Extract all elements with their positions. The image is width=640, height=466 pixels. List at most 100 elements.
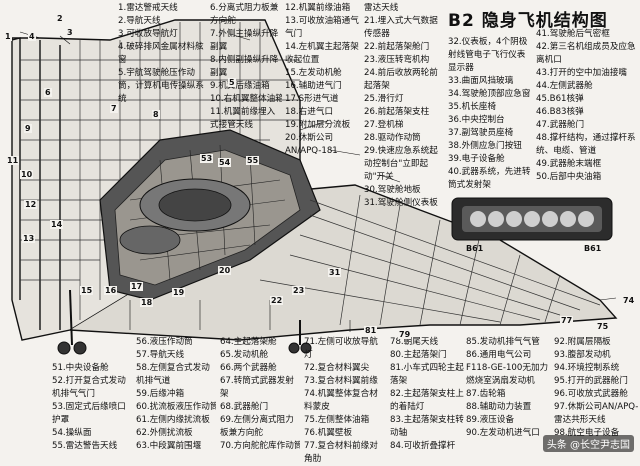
legend-item: 5.宇航驾驶舱压作动筒，计算机电传操纵系统	[118, 68, 204, 104]
callout-8: 8	[152, 110, 160, 119]
callout-4: 4	[28, 32, 36, 41]
legend-item: 32.仪表板，4个阴极射线管电子飞行仪表显示器	[448, 37, 528, 73]
legend-item: 30.驾驶舱地板	[364, 185, 421, 195]
legend-item: 18.右进气口	[285, 107, 334, 117]
wing-ribs	[20, 22, 300, 320]
bay-label: B61	[466, 244, 484, 253]
callout-72: 74	[622, 296, 636, 305]
callout-7: 7	[110, 104, 118, 113]
callout-1: 1	[4, 32, 12, 41]
legend-item: 96.可收放式武器舱	[554, 389, 628, 399]
legend-item: 14.左机翼主起落架收起位置	[285, 42, 359, 65]
legend-bottom-1: 51.中央设备舱 52.打开复合式发动机排气气门 53.固定式后缘喷口护罩 54…	[52, 362, 128, 453]
legend-item: 45.B61核弹	[536, 94, 584, 104]
legend-item: 47.武器舱门	[536, 120, 585, 130]
legend-item: 90.左发动机进气口	[466, 428, 540, 438]
legend-item: 80.主起落架门	[390, 350, 447, 360]
legend-bottom-4: 71.左侧可收放导航灯 72.复合材料翼尖 73.复合材料翼前缘 74.机翼整体…	[304, 336, 386, 466]
legend-item: 2.导航天线	[118, 16, 161, 26]
callout-77: 79	[398, 330, 412, 339]
leader-lines	[19, 31, 617, 332]
legend-item: 87.齿轮箱	[466, 389, 506, 399]
legend-bottom-6: 85.发动机排气气管 86.通用电气公司F118-GE-100无加力燃烧室涡扇发…	[466, 336, 550, 440]
legend-item: 25.滑行灯	[364, 94, 404, 104]
legend-item: 78.朝尾天线	[390, 337, 439, 347]
legend-item: 60.扰流板液压作动筒	[136, 402, 216, 412]
legend-item: 43.打开的空中加油接嘴	[536, 68, 628, 78]
weapons-bay-inset	[451, 197, 613, 241]
legend-item: 8.内侧副操纵升降副翼	[210, 55, 279, 78]
legend-item: 42.第三名机组成员及应急离机口	[536, 42, 636, 65]
legend-item: 46.B83核弹	[536, 107, 584, 117]
callout-73: 75	[596, 322, 610, 331]
callout-23: 23	[292, 286, 306, 295]
legend-item: 66.两个武器舱	[220, 363, 277, 373]
legend-item: 70.方向舵舵库作动筒	[220, 441, 300, 451]
legend-item: 19.附加层分流板	[285, 120, 351, 130]
legend-item: 75.左侧整体油箱	[304, 415, 370, 425]
legend-item: 16.辅助进气门	[285, 81, 342, 91]
callout-2: 2	[56, 14, 64, 23]
legend-item: 51.中央设备舱	[52, 363, 109, 373]
legend-item: 64.主起落架舱	[220, 337, 277, 347]
legend-item: 雷达共形天线	[554, 415, 606, 425]
legend-item: 89.液压设备	[466, 415, 515, 425]
callout-6: 6	[44, 88, 52, 97]
legend-item: 4.破碎排风金属材料舷窗	[118, 42, 204, 65]
callout-9: 9	[24, 124, 32, 133]
legend-item: 86.通用电气公司F118-GE-100无加力燃烧室涡扇发动机	[466, 350, 549, 386]
callout-19: 19	[172, 288, 186, 297]
legend-bottom-3: 64.主起落架舱 65.发动机舱 66.两个武器舱 67.转筒式武器发射架 68…	[220, 336, 300, 453]
legend-item: 13.可收放油箱通气气门	[285, 16, 359, 39]
callout-31: 31	[328, 268, 342, 277]
legend-item: 10.右机翼整体油箱	[210, 94, 282, 104]
legend-item: 71.左侧可收放导航灯	[304, 337, 378, 360]
legend-item: 82.主起落架支柱上的着陆灯	[390, 389, 464, 412]
callout-3: 3	[66, 28, 74, 37]
callout-18: 18	[140, 298, 154, 307]
legend-item: 26.前起落架支柱	[364, 107, 430, 117]
legend-item: 28.驱动作动筒	[364, 133, 421, 143]
legend-item: 41.驾驶舱后气密框	[536, 29, 610, 39]
legend-item: 53.固定式后缘喷口护罩	[52, 402, 126, 425]
b2-cutaway-drawing	[11, 19, 618, 355]
legend-item: 97.休斯公司AN/APQ-181	[554, 402, 638, 412]
legend-item: 20.休斯公司AN/APQ-181	[285, 133, 338, 156]
legend-item: 69.左侧分离式阻力板兼方向舵	[220, 415, 294, 438]
legend-column-2: 6.分离式阻力板兼方向舵 7.外侧主操纵升降副翼 8.内侧副操纵升降副翼 9.机…	[210, 2, 282, 132]
legend-item: 93.腹部发动机	[554, 350, 611, 360]
legend-item: 38.外侧应急门按钮	[448, 141, 522, 151]
legend-item: 67.转筒式武器发射架	[220, 376, 294, 399]
legend-item: 6.分离式阻力板兼方向舵	[210, 3, 279, 26]
legend-item: 23.液压转弯机构	[364, 55, 430, 65]
callout-55: 55	[246, 156, 260, 165]
landing-gear	[57, 289, 312, 355]
legend-item: 94.环境控制系统	[554, 363, 620, 373]
callout-54: 54	[218, 158, 232, 167]
legend-item: 56.液压作动筒	[136, 337, 193, 347]
legend-column-1: 1.雷达警戒天线 2.导航天线 3.可收放导航灯 4.破碎排风金属材料舷窗 5.…	[118, 2, 208, 106]
page-title: B2 隐身飞机结构图	[448, 11, 608, 31]
legend-item: 98.航空电子设备	[554, 428, 620, 438]
callout-5: 5	[228, 78, 236, 87]
legend-item: 72.复合材料翼尖	[304, 363, 370, 373]
legend-item: 50.后部中央油箱	[536, 172, 602, 182]
legend-item: 76.机翼壁板	[304, 428, 353, 438]
legend-bottom-2: 56.液压作动筒 57.导航天线 58.左侧复合式发动机排气道 59.后缘冲箱 …	[136, 336, 216, 453]
legend-item: 61.左侧内缘扰流板	[136, 415, 210, 425]
legend-item: 81.小车式四轮主起落架	[390, 363, 464, 386]
legend-item: 88.辅助动力装置	[466, 402, 532, 412]
legend-item: 24.前后收放两轮前起落架	[364, 68, 438, 91]
legend-item: 59.后缘冲箱	[136, 389, 185, 399]
callout-12: 12	[24, 200, 38, 209]
callout-75: 77	[560, 316, 574, 325]
callout-16: 16	[104, 286, 118, 295]
legend-bottom-5: 78.朝尾天线 80.主起落架门 81.小车式四轮主起落架 82.主起落架支柱上…	[390, 336, 466, 453]
watermark: 头条 @长空尹志国	[542, 435, 634, 452]
callout-20: 20	[218, 266, 232, 275]
legend-item: 17.S形进气道	[285, 94, 339, 104]
tail-structure	[259, 194, 601, 326]
legend-item: 33.曲面风挡玻璃	[448, 76, 514, 86]
legend-item: 15.左发动机舱	[285, 68, 342, 78]
legend-item: 48.撑杆结构，通过撑杆系统、电缆、管道	[536, 133, 636, 156]
